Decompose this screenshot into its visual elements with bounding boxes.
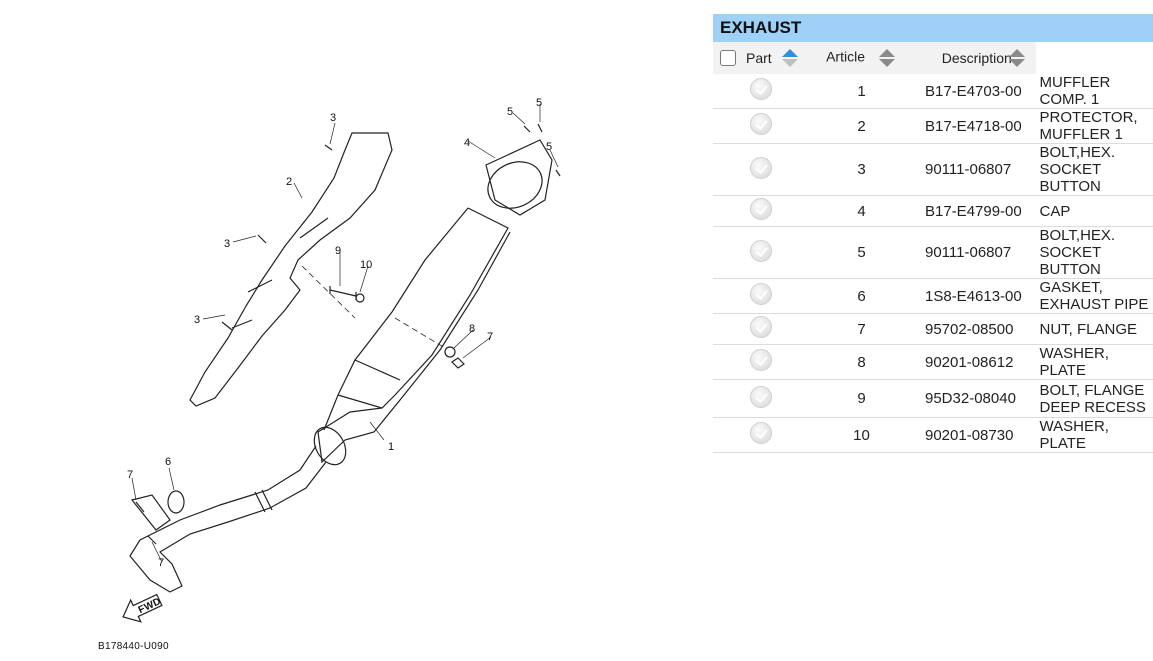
- column-article[interactable]: Article: [805, 42, 918, 74]
- column-part: Part: [713, 42, 805, 74]
- row-description: MUFFLER COMP. 1: [1039, 74, 1111, 108]
- row-description: BOLT,HEX. SOCKET BUTTON: [1039, 144, 1116, 195]
- table-row[interactable]: 7 95702-08500 NUT, FLANGE: [713, 314, 1153, 345]
- row-part-number: 4: [857, 202, 866, 220]
- table-row[interactable]: 9 95D32-08040 BOLT, FLANGE DEEP RECESS: [713, 380, 1153, 418]
- sort-icon[interactable]: [877, 48, 897, 68]
- row-article: 90111-06807: [925, 161, 1012, 178]
- forward-label: FWD: [137, 596, 163, 616]
- callout-3c: 3: [194, 314, 200, 326]
- row-description: WASHER, PLATE: [1039, 418, 1109, 452]
- table-row[interactable]: 2 B17-E4718-00 PROTECTOR, MUFFLER 1: [713, 109, 1153, 144]
- parts-table: Part Article Description: [713, 42, 1153, 453]
- row-description: BOLT,HEX. SOCKET BUTTON: [1039, 227, 1116, 278]
- callout-7a: 7: [127, 469, 133, 481]
- row-article: B17-E4718-00: [925, 117, 1022, 135]
- select-all-checkbox[interactable]: [720, 50, 736, 66]
- table-header-row: Part Article Description: [713, 42, 1153, 74]
- sort-ascending-icon[interactable]: [780, 48, 800, 68]
- table-row[interactable]: 5 90111-06807 BOLT,HEX. SOCKET BUTTON: [713, 227, 1153, 279]
- row-check-icon[interactable]: [750, 239, 772, 262]
- parts-list-panel: EXHAUST Part Article: [713, 14, 1153, 453]
- row-check-icon[interactable]: [750, 385, 772, 408]
- row-part-number: 5: [857, 244, 866, 261]
- muffler-shape: [317, 207, 511, 464]
- callout-6: 6: [165, 456, 171, 468]
- row-check-icon[interactable]: [750, 316, 772, 338]
- callout-9: 9: [335, 245, 341, 257]
- column-part-label: Part: [746, 50, 772, 66]
- table-row[interactable]: 8 90201-08612 WASHER, PLATE: [713, 345, 1153, 380]
- row-check-icon[interactable]: [750, 198, 772, 220]
- row-description: CAP: [1039, 202, 1071, 220]
- callout-7c: 7: [487, 331, 493, 343]
- row-check-icon[interactable]: [750, 78, 772, 100]
- callout-3a: 3: [330, 112, 336, 124]
- row-part-number: 6: [857, 287, 866, 305]
- row-part-number: 8: [857, 353, 866, 371]
- row-article: 95702-08500: [925, 320, 1014, 338]
- callout-4: 4: [464, 137, 470, 149]
- row-article: 90111-06807: [925, 244, 1012, 261]
- exhaust-drawing: FWD 1 2 3 3 3 4 5 5 5 6 7 7 7 8 9 10 B17…: [98, 97, 561, 652]
- row-part-number: 7: [857, 320, 866, 338]
- callout-5a: 5: [507, 106, 513, 118]
- forward-arrow-icon: FWD: [122, 593, 163, 623]
- row-description: BOLT, FLANGE DEEP RECESS: [1039, 381, 1146, 416]
- table-row[interactable]: 1 B17-E4703-00 MUFFLER COMP. 1: [713, 74, 1153, 109]
- table-row[interactable]: 3 90111-06807 BOLT,HEX. SOCKET BUTTON: [713, 144, 1153, 196]
- row-article: B17-E4703-00: [925, 82, 1022, 100]
- row-check-icon[interactable]: [750, 156, 772, 179]
- row-article: 1S8-E4613-00: [925, 287, 1022, 305]
- row-article: 95D32-08040: [925, 390, 1016, 407]
- callout-2: 2: [286, 176, 292, 188]
- table-row[interactable]: 4 B17-E4799-00 CAP: [713, 196, 1153, 227]
- panel-title: EXHAUST: [713, 14, 1153, 42]
- row-part-number: 3: [857, 161, 866, 178]
- callout-5c: 5: [546, 141, 552, 153]
- table-row[interactable]: 10 90201-08730 WASHER, PLATE: [713, 418, 1153, 453]
- callout-5b: 5: [536, 97, 542, 109]
- row-check-icon[interactable]: [750, 422, 772, 444]
- protector-shape: [189, 132, 393, 407]
- row-article: 90201-08730: [925, 426, 1014, 444]
- row-check-icon[interactable]: [750, 283, 772, 305]
- row-check-icon[interactable]: [750, 349, 772, 371]
- row-part-number: 2: [857, 117, 866, 135]
- row-part-number: 10: [853, 426, 870, 444]
- row-description: NUT, FLANGE: [1039, 320, 1138, 338]
- row-check-icon[interactable]: [750, 113, 772, 135]
- callout-10: 10: [360, 259, 372, 271]
- row-description: WASHER, PLATE: [1039, 345, 1109, 379]
- column-description[interactable]: Description: [918, 42, 1036, 74]
- sort-icon[interactable]: [1007, 48, 1027, 68]
- row-article: 90201-08612: [925, 353, 1014, 371]
- row-part-number: 1: [857, 82, 866, 100]
- callout-1: 1: [388, 441, 394, 453]
- column-article-label: Article: [826, 48, 865, 65]
- exploded-parts-diagram: FWD 1 2 3 3 3 4 5 5 5 6 7 7 7 8 9 10 B17…: [98, 97, 561, 652]
- table-row[interactable]: 6 1S8-E4613-00 GASKET, EXHAUST PIPE: [713, 279, 1153, 314]
- exhaust-pipe-shape: [129, 445, 327, 593]
- callout-7b: 7: [158, 557, 164, 569]
- column-description-label: Description: [941, 50, 1012, 66]
- callout-3b: 3: [224, 238, 230, 250]
- cap-shape: [485, 139, 553, 216]
- callout-8: 8: [469, 323, 475, 335]
- row-article: B17-E4799-00: [925, 202, 1022, 220]
- row-description: PROTECTOR, MUFFLER 1: [1039, 109, 1138, 143]
- diagram-code: B178440-U090: [98, 641, 169, 652]
- row-description: GASKET, EXHAUST PIPE: [1039, 279, 1149, 313]
- row-part-number: 9: [857, 390, 866, 407]
